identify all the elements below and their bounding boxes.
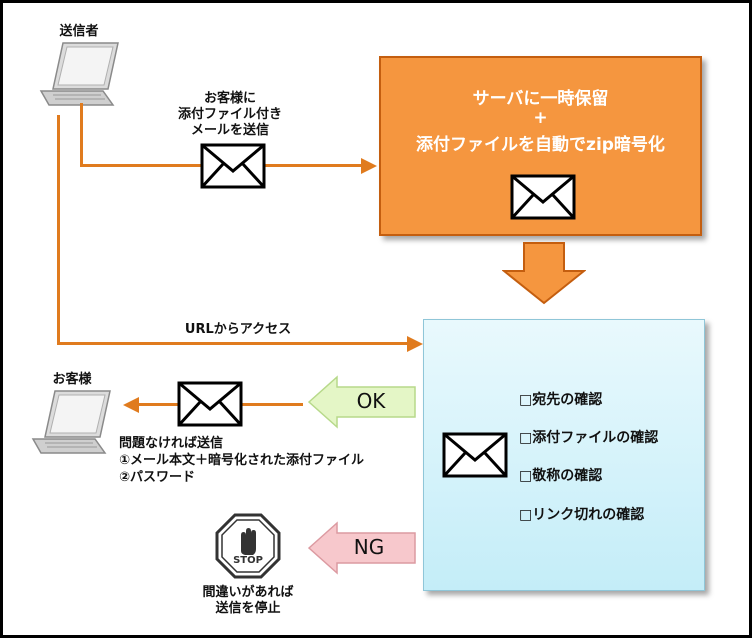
ng-label: NG	[353, 535, 385, 559]
stop-sign-text: STOP	[233, 555, 263, 566]
send-note-line-3: ②パスワード	[119, 470, 196, 485]
send-note-line-2: ①メール本文＋暗号化された添付ファイル	[119, 453, 365, 468]
customer-laptop-icon	[31, 390, 111, 454]
mail-note-line-2: 添付ファイル付き	[177, 107, 282, 122]
mail-note-line-3: メールを送信	[190, 123, 269, 138]
customer-label: お客様	[52, 372, 92, 387]
sender-label: 送信者	[59, 24, 99, 39]
arrowhead-right-icon	[361, 158, 377, 174]
ng-arrow-icon	[307, 521, 416, 575]
sender-laptop-icon	[39, 42, 119, 106]
check-item-attachment: □添付ファイルの確認	[519, 430, 659, 446]
stop-note-line-1: 間違いがあれば	[202, 585, 294, 600]
server-box: サーバに一時保留 + 添付ファイルを自動でzip暗号化	[379, 56, 702, 236]
ok-arrow-icon	[307, 375, 416, 429]
check-item-honorific: □敬称の確認	[519, 468, 603, 484]
arrowhead-right-icon	[407, 336, 423, 352]
arrowhead-left-icon	[123, 397, 139, 413]
envelope-icon	[510, 174, 576, 220]
envelope-icon	[200, 143, 266, 189]
server-plus: +	[533, 108, 548, 128]
server-line-1: サーバに一時保留	[472, 89, 609, 109]
url-access-label: URLからアクセス	[184, 322, 292, 337]
url-access-line	[57, 342, 413, 345]
sender-to-panel-vertical-line	[57, 115, 60, 345]
check-item-recipient: □宛先の確認	[519, 392, 603, 408]
ok-label: OK	[356, 389, 386, 413]
check-item-broken-link: □リンク切れの確認	[519, 507, 645, 523]
server-line-2: 添付ファイルを自動でzip暗号化	[416, 135, 665, 155]
down-arrow-icon	[502, 242, 586, 305]
sender-to-server-vertical-line	[80, 103, 83, 167]
envelope-icon	[177, 381, 243, 427]
send-note-line-1: 問題なければ送信	[119, 436, 224, 451]
stop-note-line-2: 送信を停止	[215, 601, 281, 616]
envelope-icon	[442, 432, 508, 478]
stop-sign-icon	[215, 513, 281, 579]
check-panel: □宛先の確認 □添付ファイルの確認 □敬称の確認 □リンク切れの確認	[423, 319, 705, 591]
mail-note-line-1: お客様に	[203, 91, 256, 106]
